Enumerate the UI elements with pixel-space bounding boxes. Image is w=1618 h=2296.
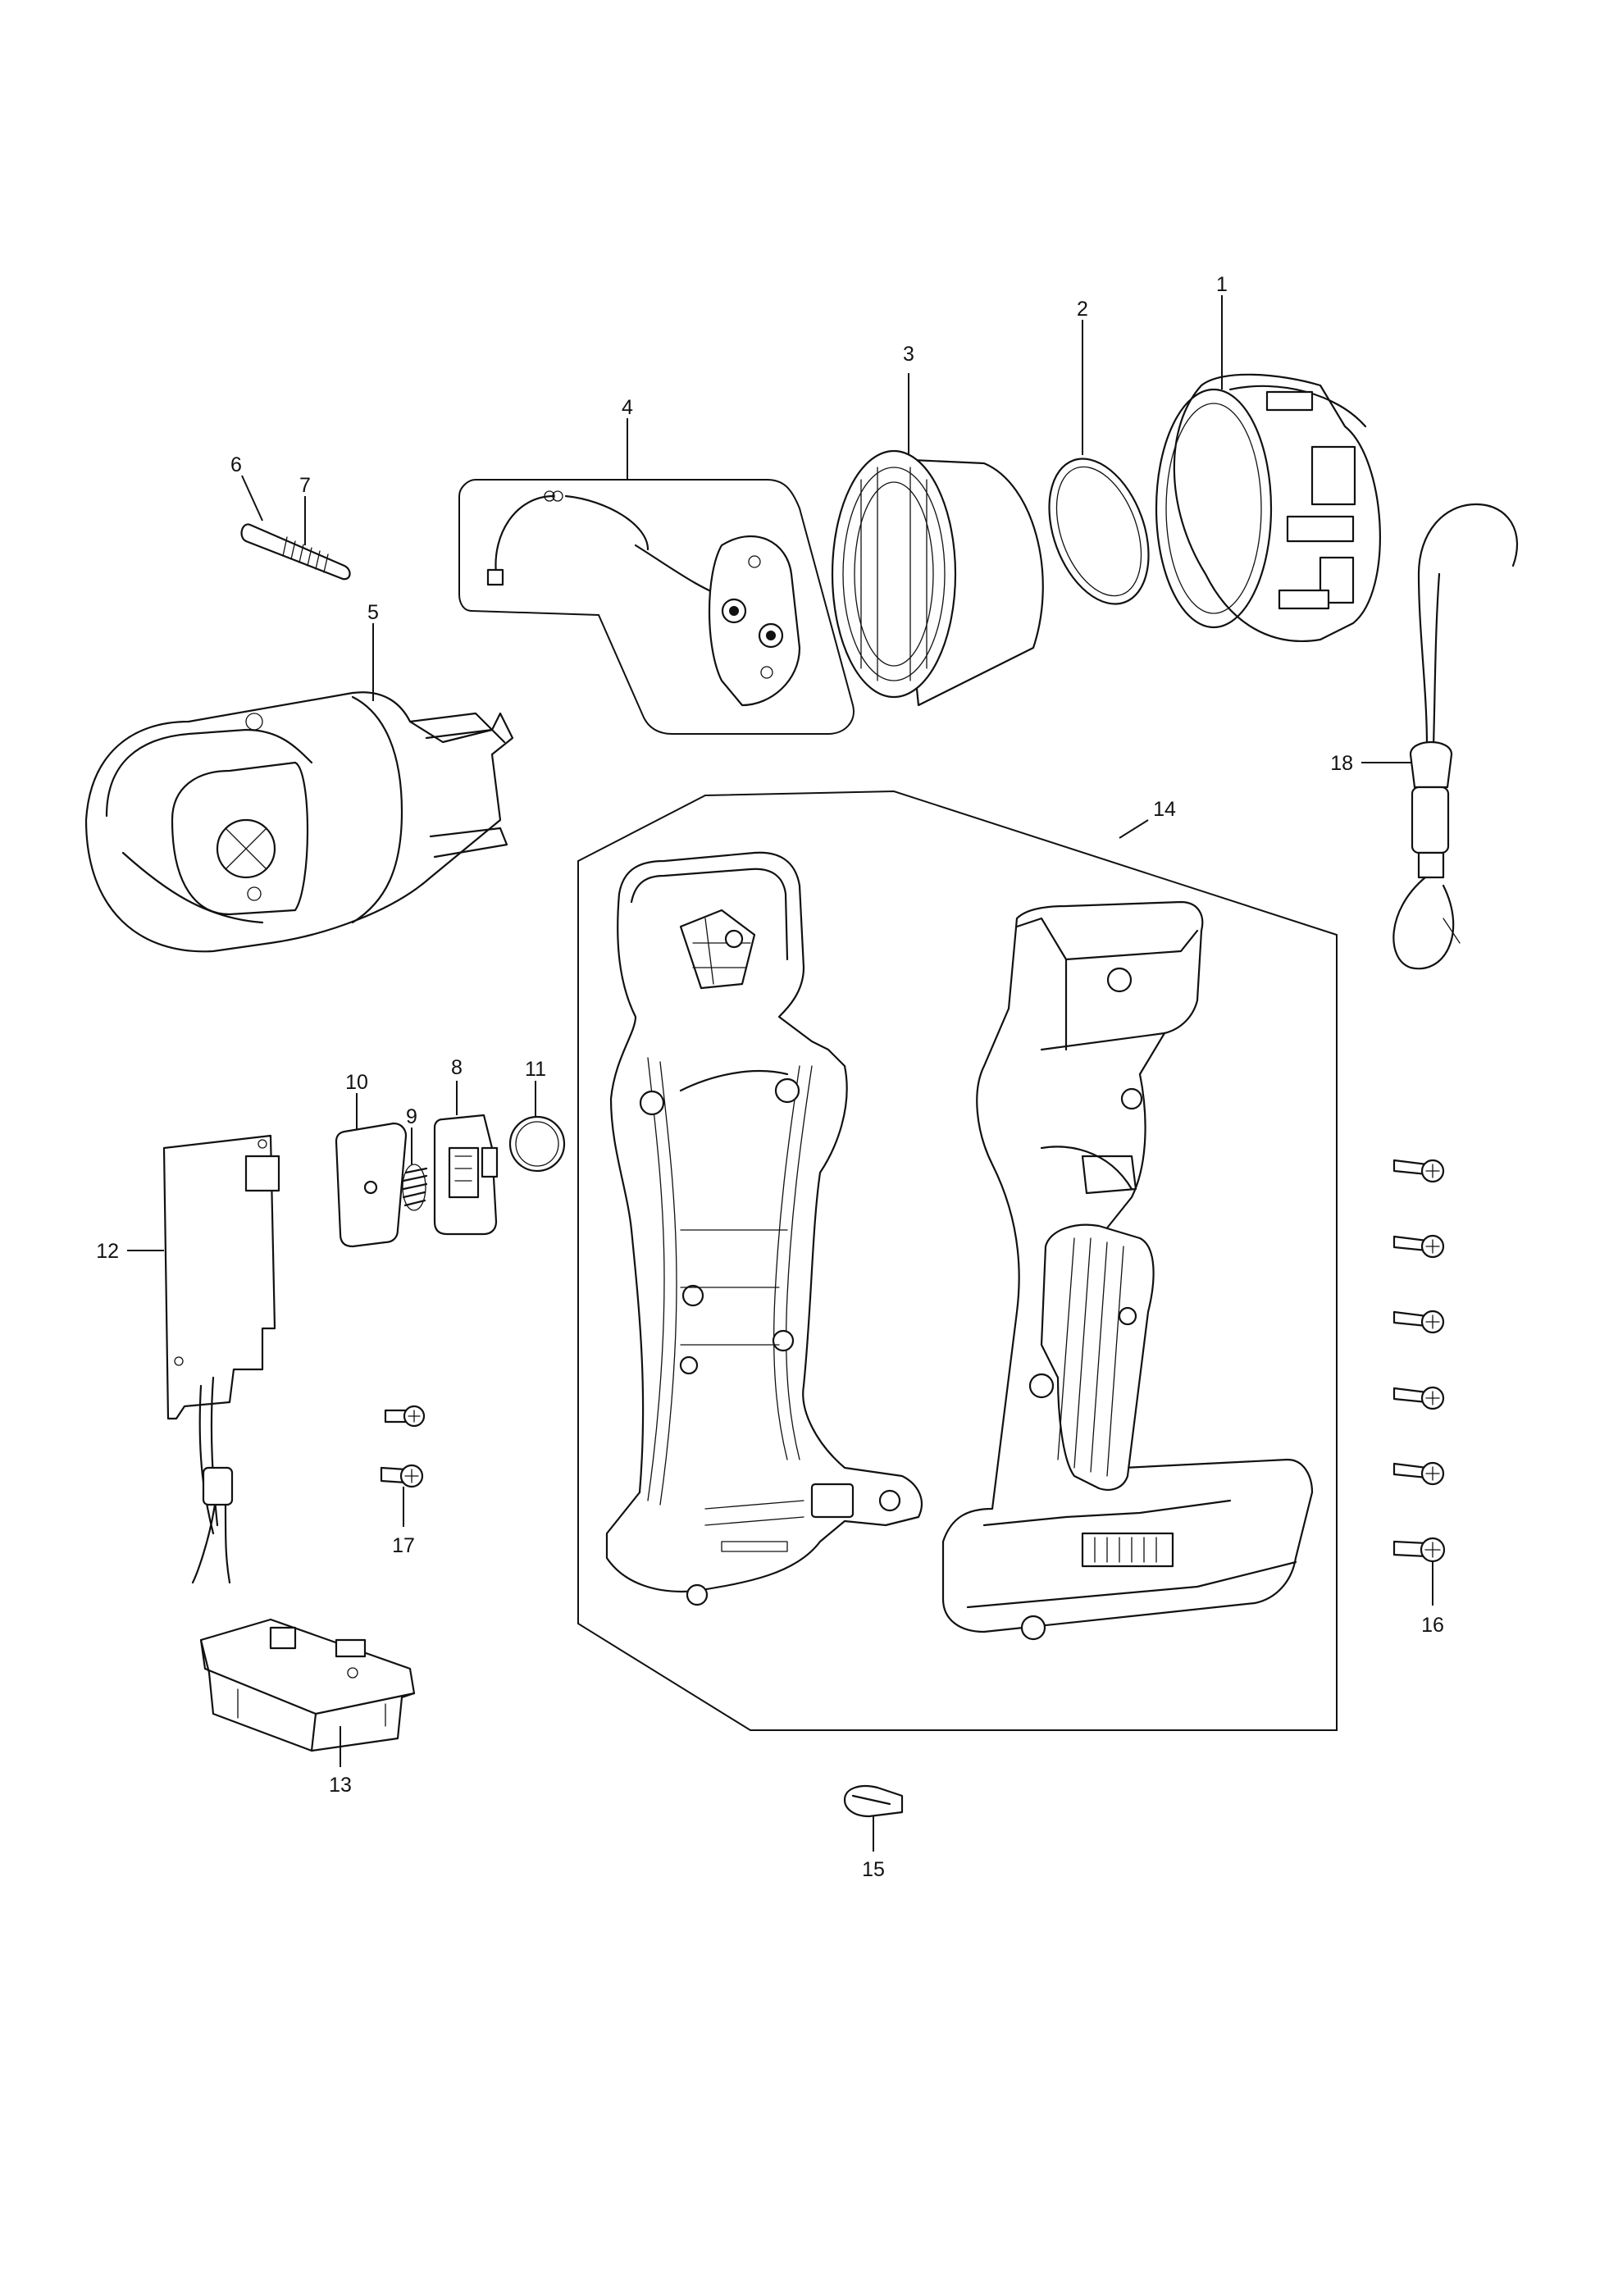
- leader-lines: [127, 295, 1433, 1852]
- callout-6: 6: [230, 453, 242, 476]
- part-13-terminal-block: [199, 1618, 416, 1752]
- callout-18: 18: [1330, 752, 1353, 775]
- leader-14: [1119, 819, 1149, 839]
- callout-3: 3: [903, 343, 914, 366]
- part-16-screws: [1392, 1159, 1446, 1563]
- part-6-7-pins: [240, 523, 351, 581]
- callout-16: 16: [1421, 1614, 1444, 1637]
- callout-5: 5: [367, 601, 379, 624]
- part-18-strap: [1392, 503, 1519, 970]
- callout-7: 7: [299, 474, 311, 497]
- part-10-switch-plate: [335, 1122, 408, 1248]
- callout-12: 12: [96, 1240, 119, 1263]
- callout-1: 1: [1216, 273, 1228, 296]
- part-3-reflector: [831, 449, 1044, 707]
- callout-8: 8: [451, 1056, 463, 1079]
- part-4-led-unit: [458, 479, 855, 735]
- part-14-housing-set: [577, 790, 1338, 1731]
- part-5-head-housing: [84, 691, 514, 953]
- part-14-housing-left-half: [605, 851, 923, 1606]
- part-9-spring: [402, 1164, 428, 1211]
- callout-15: 15: [862, 1858, 885, 1881]
- callout-4: 4: [622, 396, 633, 419]
- part-11-ring: [508, 1115, 566, 1173]
- callout-13: 13: [329, 1774, 352, 1797]
- part-14-housing-right-half: [941, 900, 1314, 1641]
- callout-2: 2: [1077, 298, 1088, 321]
- callout-11: 11: [525, 1058, 546, 1081]
- callout-9: 9: [406, 1105, 417, 1128]
- part-2-lens: [1048, 458, 1150, 605]
- callout-17: 17: [392, 1534, 415, 1557]
- part-15-hook: [843, 1785, 904, 1818]
- callout-14: 14: [1153, 798, 1176, 821]
- leader-6: [241, 475, 263, 522]
- part-1-cap-ring: [1155, 373, 1381, 642]
- callout-10: 10: [345, 1071, 368, 1094]
- part-12-controller-board: [162, 1134, 280, 1584]
- part-17-screws: [380, 1405, 426, 1488]
- part-8-switch: [433, 1114, 499, 1236]
- callout-labels: 1 2 3 4 5 6 7 8 9 10 11 12 13 14 15 16 1…: [96, 273, 1444, 1881]
